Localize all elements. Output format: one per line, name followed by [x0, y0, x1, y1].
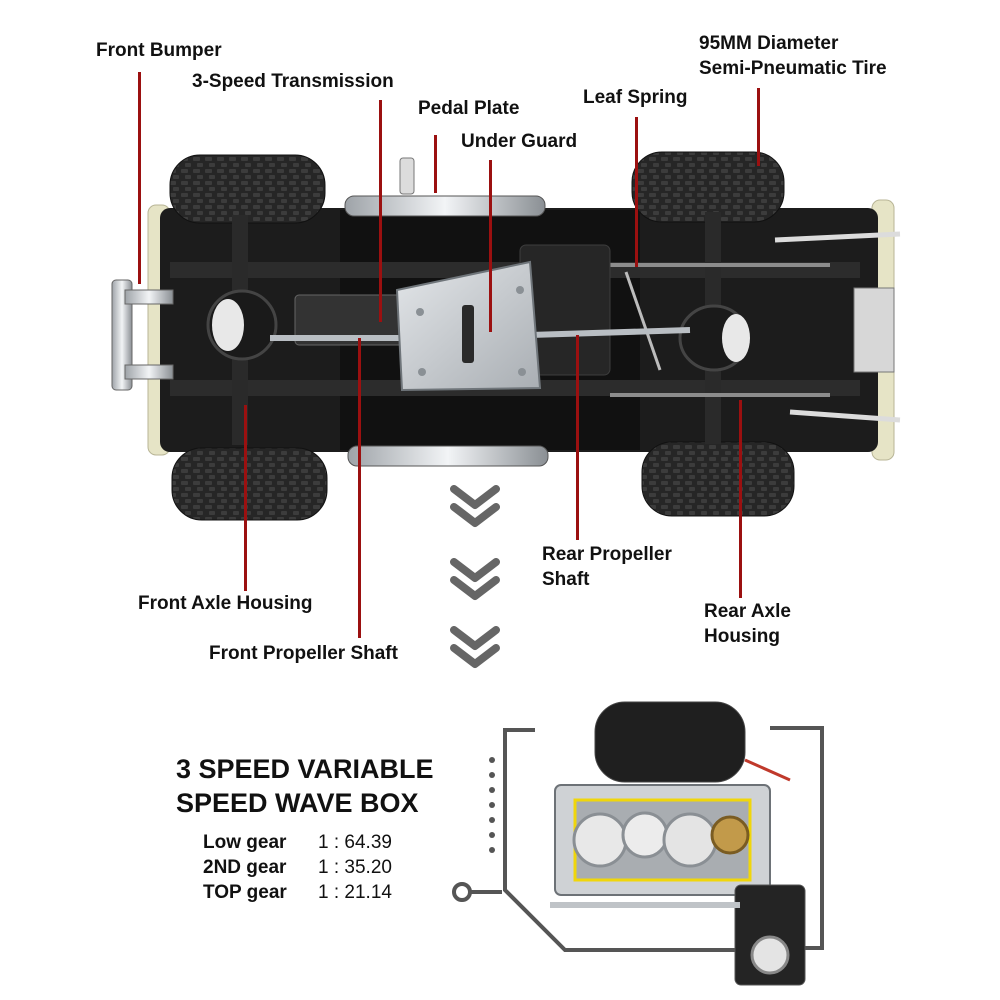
leader-under-guard [489, 160, 492, 332]
under-guard-bolt [516, 286, 524, 294]
gear-ratio: 1 : 21.14 [318, 882, 392, 903]
under-guard-bolt [418, 368, 426, 376]
tire-rear-top [631, 151, 785, 223]
leader-rear-axle [739, 400, 742, 598]
gearbox-title-line1: 3 SPEED VARIABLE [176, 754, 434, 784]
tire-front-bottom [171, 447, 328, 521]
gearbox-title: 3 SPEED VARIABLE SPEED WAVE BOX [176, 752, 434, 820]
leader-front-axle [244, 405, 247, 591]
label-front-shaft: Front Propeller Shaft [209, 643, 398, 664]
label-rear-shaft: Rear Propeller Shaft [542, 542, 672, 592]
leader-front-shaft [358, 338, 361, 638]
label-rear-shaft-line2: Shaft [542, 569, 590, 590]
rear-shock [624, 271, 662, 371]
rear-propeller-shaft [529, 327, 691, 338]
front-bumper [111, 279, 133, 391]
label-rear-axle-line1: Rear Axle [704, 601, 791, 622]
tire-front-top [169, 154, 326, 224]
label-rear-axle: Rear Axle Housing [704, 599, 791, 649]
frame-outline [503, 728, 735, 952]
label-tire-line2: Semi-Pneumatic Tire [699, 58, 887, 79]
leader-front-bumper [138, 72, 141, 284]
gear-ratio-list: Low gear 1 : 64.39 2ND gear 1 : 35.20 TOP … [203, 830, 392, 905]
pedal-plate-tab [399, 157, 415, 195]
leader-pedal-plate [434, 135, 437, 193]
exhaust-pipe-top [774, 231, 901, 243]
side-step-top [344, 195, 546, 217]
gear-row-second: 2ND gear 1 : 35.20 [203, 855, 392, 880]
leader-rear-shaft [576, 335, 579, 540]
front-bumper-bar-2 [124, 364, 174, 380]
label-pedal-plate: Pedal Plate [418, 98, 520, 119]
frame-ticks [489, 757, 495, 853]
rear-differential-cover [722, 314, 750, 362]
chevron-down-icon [450, 558, 500, 600]
gear-ratio: 1 : 35.20 [318, 857, 392, 878]
gear-set [572, 811, 750, 868]
under-guard-slot [462, 305, 474, 363]
gear-name: TOP gear [203, 882, 287, 903]
front-bumper-bar [124, 289, 174, 305]
exhaust-pipe-bottom [789, 409, 901, 423]
label-rear-axle-line2: Housing [704, 626, 780, 647]
rc-truck-underside-illustration [111, 151, 901, 521]
chevron-down-icon [450, 485, 500, 527]
leader-tire [757, 88, 760, 166]
label-rear-shaft-line1: Rear Propeller [542, 544, 672, 565]
label-tire-line1: 95MM Diameter [699, 33, 839, 54]
under-guard-bolt [416, 308, 424, 316]
label-front-bumper: Front Bumper [96, 40, 222, 61]
gearbox-frame [452, 701, 824, 986]
frame-outline-right [770, 726, 824, 950]
tire-rear-bottom [641, 441, 795, 517]
label-under-guard: Under Guard [461, 131, 578, 152]
gear-row-low: Low gear 1 : 64.39 [203, 830, 392, 855]
gearbox-output-gear [750, 935, 790, 975]
label-leaf-spring: Leaf Spring [583, 87, 688, 108]
gear-ratio: 1 : 64.39 [318, 832, 392, 853]
gearbox-title-line2: SPEED WAVE BOX [176, 788, 419, 818]
gear-name: Low gear [203, 832, 287, 853]
leader-leaf-spring [635, 117, 638, 267]
label-transmission: 3-Speed Transmission [192, 71, 394, 92]
side-step-bottom [347, 445, 549, 467]
gear-row-top: TOP gear 1 : 21.14 [203, 880, 392, 905]
under-guard-bolt [518, 368, 526, 376]
chevron-down-icon [450, 626, 500, 668]
leader-transmission [379, 100, 382, 322]
label-tire: 95MM Diameter Semi-Pneumatic Tire [699, 31, 887, 81]
front-differential-cover [212, 299, 244, 351]
label-front-axle: Front Axle Housing [138, 593, 313, 614]
rear-hitch-plate [853, 287, 895, 373]
motor-wire [744, 758, 791, 782]
gearbox-motor [594, 701, 746, 783]
gear-name: 2ND gear [203, 857, 287, 878]
connector-ring-icon [452, 882, 472, 902]
